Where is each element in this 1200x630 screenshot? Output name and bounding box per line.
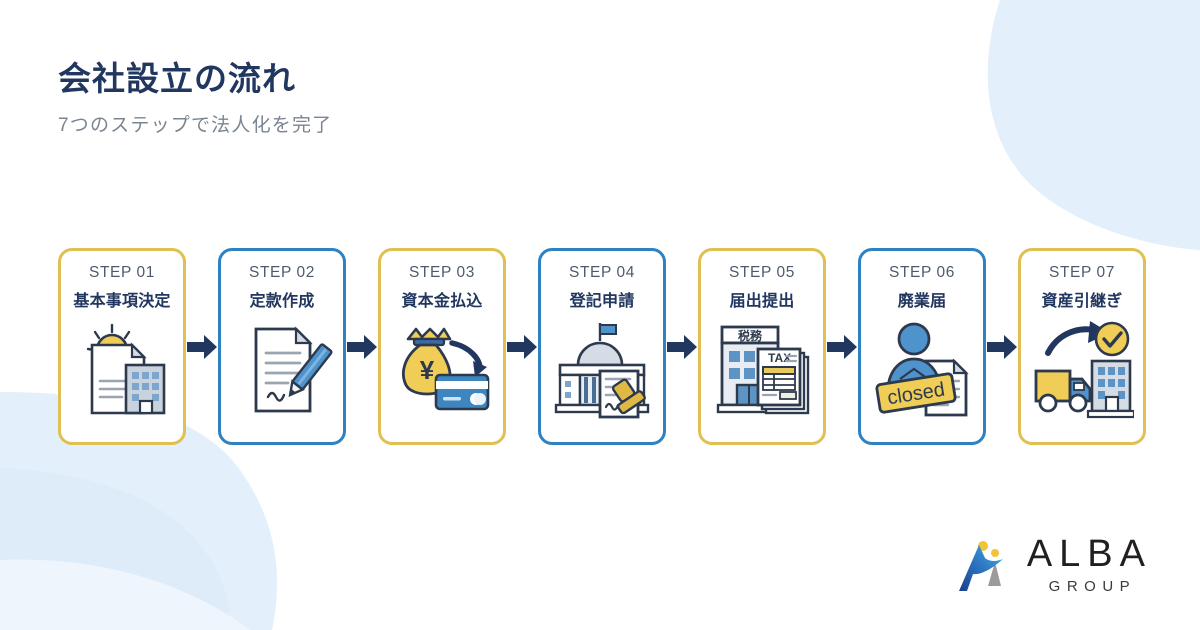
svg-text:TAX: TAX xyxy=(768,351,791,365)
step-label-3: 資本金払込 xyxy=(401,293,483,310)
step-card-7[interactable]: STEP 07 資産引継ぎ xyxy=(1018,248,1146,445)
step-number-6: STEP 06 xyxy=(889,264,955,281)
money-bag-credit-card-icon: ¥ xyxy=(390,317,494,421)
truck-building-check-icon xyxy=(1030,317,1134,421)
step-label-4: 登記申請 xyxy=(569,293,635,310)
step-label-2: 定款作成 xyxy=(249,293,315,310)
page-title: 会社設立の流れ xyxy=(58,60,296,97)
header: 会社設立の流れ 7つのステップで法人化を完了 xyxy=(58,58,332,137)
next-step-arrow-3 xyxy=(506,330,538,364)
step-card-5[interactable]: STEP 05 届出提出 税務 TAX xyxy=(698,248,826,445)
step-number-4: STEP 04 xyxy=(569,264,635,281)
svg-text:¥: ¥ xyxy=(420,355,435,385)
bottom-left-blob-secondary xyxy=(0,468,229,630)
alba-a-mark-icon xyxy=(958,541,1003,591)
logo-subtitle: GROUP xyxy=(1048,578,1137,595)
step-card-6[interactable]: STEP 06 廃業届 closed xyxy=(858,248,986,445)
step-card-2[interactable]: STEP 02 定款作成 xyxy=(218,248,346,445)
document-pen-icon xyxy=(230,317,334,421)
step-card-3[interactable]: STEP 03 資本金払込 ¥ xyxy=(378,248,506,445)
bottom-left-wave xyxy=(0,559,250,630)
step-card-4[interactable]: STEP 04 登記申請 xyxy=(538,248,666,445)
next-step-arrow-4 xyxy=(666,330,698,364)
top-right-blob xyxy=(987,0,1200,250)
step-number-1: STEP 01 xyxy=(89,264,155,281)
next-step-arrow-2 xyxy=(346,330,378,364)
step-label-5: 届出提出 xyxy=(729,293,795,310)
step-number-3: STEP 03 xyxy=(409,264,475,281)
logo-text: ALBA GROUP xyxy=(1027,535,1152,595)
step-number-7: STEP 07 xyxy=(1049,264,1115,281)
step-card-1[interactable]: STEP 01 基本事項決定 xyxy=(58,248,186,445)
person-closed-sign-document-icon: closed xyxy=(870,317,974,421)
step-number-5: STEP 05 xyxy=(729,264,795,281)
step-number-2: STEP 02 xyxy=(249,264,315,281)
next-step-arrow-6 xyxy=(986,330,1018,364)
step-label-7: 資産引継ぎ xyxy=(1041,293,1123,310)
next-step-arrow-1 xyxy=(186,330,218,364)
logo-name: ALBA xyxy=(1026,533,1152,575)
lightbulb-document-building-icon xyxy=(70,317,174,421)
tax-office-forms-icon: 税務 TAX xyxy=(710,317,814,421)
alba-group-logo: ALBA GROUP xyxy=(955,534,1152,596)
page-subtitle: 7つのステップで法人化を完了 xyxy=(58,115,333,137)
svg-text:税務: 税務 xyxy=(738,328,763,343)
government-building-stamp-icon xyxy=(550,317,654,421)
step-label-1: 基本事項決定 xyxy=(73,293,171,310)
step-label-6: 廃業届 xyxy=(897,293,947,310)
next-step-arrow-5 xyxy=(826,330,858,364)
step-flow: STEP 01 基本事項決定 xyxy=(0,248,1200,445)
